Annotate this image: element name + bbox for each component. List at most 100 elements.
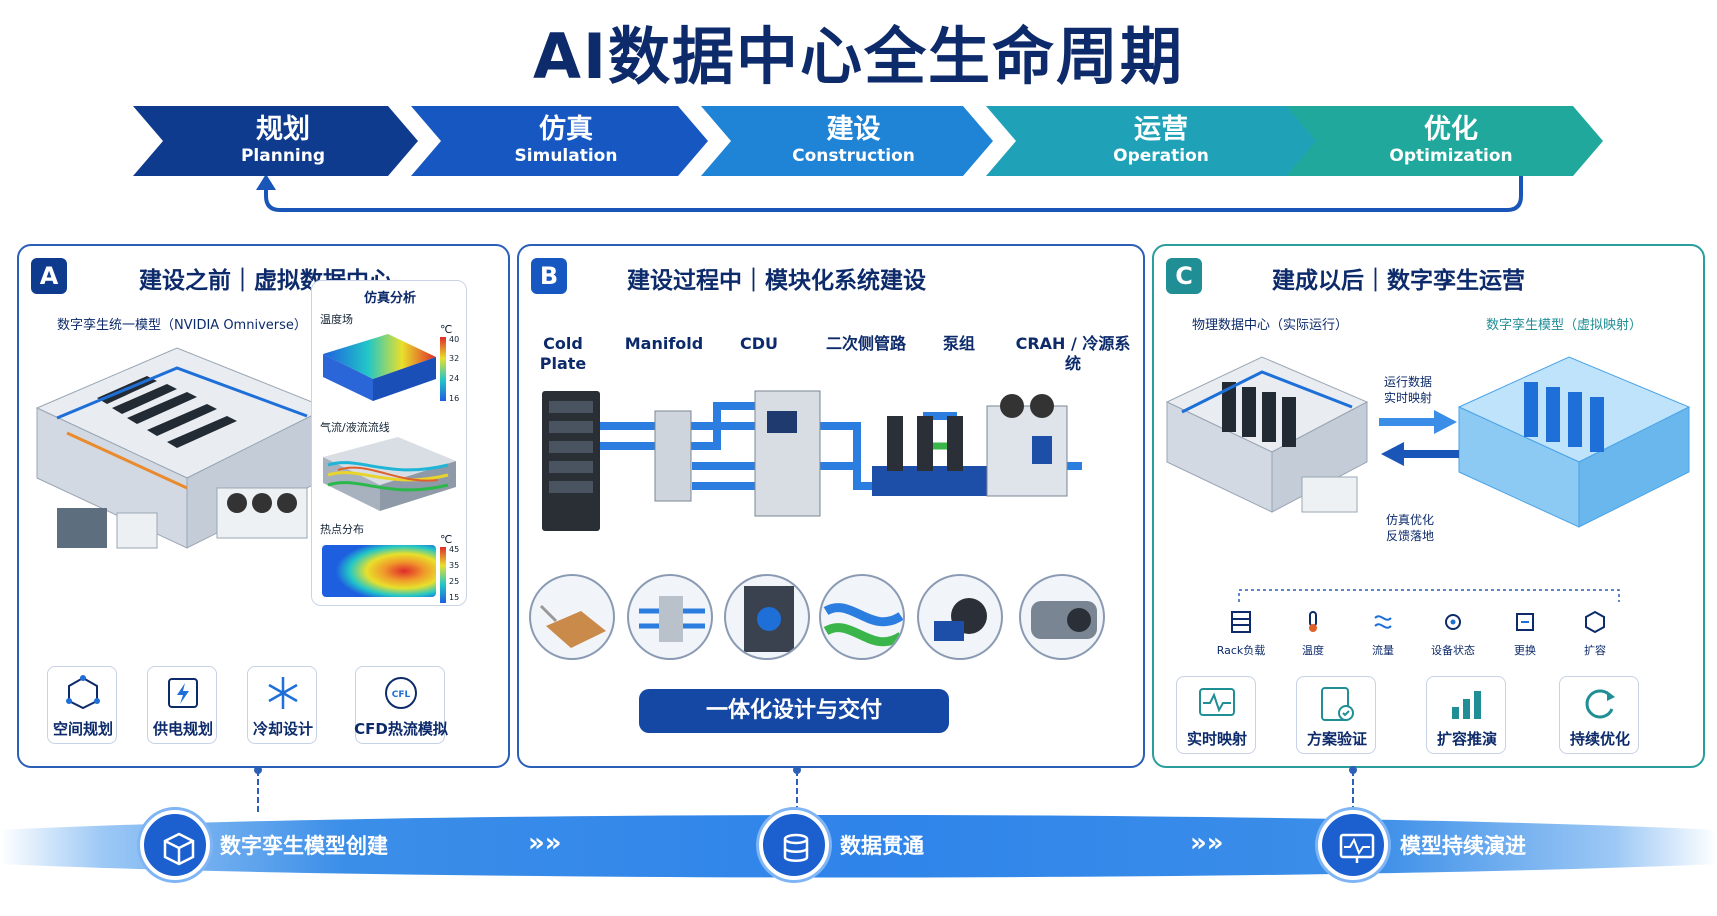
panel-during-construction: B 建设过程中｜模块化系统建设 Cold Plate Manifold CDU …	[517, 244, 1145, 768]
monitor-flow-label: 流量	[1372, 644, 1394, 657]
snowflake-icon	[268, 677, 298, 709]
action-plan-verification[interactable]: 方案验证	[1296, 676, 1376, 754]
connector-line-c	[1352, 770, 1354, 812]
replace-icon	[1516, 613, 1534, 631]
panel-a-tag: A	[31, 258, 67, 294]
pipe-closeup	[819, 574, 905, 660]
band-chevron-2: »»	[1190, 828, 1224, 858]
unit-label-1: ℃	[440, 323, 453, 336]
tool-power-planning-label: 供电规划	[152, 720, 213, 738]
stage-operation[interactable]: 运营 Operation	[1016, 106, 1306, 176]
band-chevron-1: »»	[528, 828, 562, 858]
col-cold-plate-label: Cold Plate	[539, 334, 587, 373]
scale2-1: 35	[449, 561, 460, 570]
monitor-expand[interactable]: 扩容	[1564, 602, 1626, 662]
monitor-replace[interactable]: 更换	[1494, 602, 1556, 662]
panel-c-title: 建成以后｜数字孪生运营	[1272, 268, 1525, 294]
airflow-streamline-render	[323, 437, 456, 511]
temperature-field-render	[323, 334, 436, 401]
col-pump: 泵组	[919, 334, 999, 354]
cube-icon	[1585, 610, 1605, 634]
integrated-delivery-button[interactable]: 一体化设计与交付	[639, 689, 949, 733]
color-scale-bar-1	[440, 337, 446, 401]
rack-icon	[1231, 611, 1251, 633]
col-cdu: CDU	[719, 334, 799, 354]
hotspot-label: 热点分布	[320, 523, 364, 536]
band-node-model-evolution[interactable]	[1318, 810, 1388, 880]
stage-planning-cn: 规划	[256, 114, 310, 145]
band-label-data-integration: 数据贯通	[840, 834, 924, 858]
action-plan-verification-label: 方案验证	[1306, 730, 1367, 748]
color-scale-bar-2	[440, 547, 446, 603]
cfd-badge-icon: CFL	[385, 677, 417, 709]
tool-cooling-design-label: 冷却设计	[252, 720, 313, 738]
col-crah-label: CRAH / 冷源系统	[1015, 334, 1131, 373]
flow-label: 气流/液流流线	[320, 421, 390, 434]
manifold-closeup	[627, 574, 713, 660]
stage-optimization-cn: 优化	[1424, 114, 1478, 145]
monitor-temperature[interactable]: 温度	[1282, 602, 1344, 662]
model-label: 数字孪生统一模型（NVIDIA Omniverse）	[57, 318, 307, 333]
band-node-model-create[interactable]	[140, 810, 210, 880]
col-manifold-label: Manifold	[624, 334, 704, 353]
gear-icon	[1445, 614, 1461, 630]
checklist-icon	[1321, 687, 1354, 721]
stage-optimization[interactable]: 优化 Optimization	[1316, 106, 1586, 176]
band-node-data-integration[interactable]	[759, 810, 829, 880]
refresh-cycle-icon	[1585, 689, 1615, 719]
connector-line-b	[796, 770, 798, 812]
tool-power-planning[interactable]: 供电规划	[147, 666, 217, 744]
col-secondary-pipe-label: 二次侧管路	[825, 334, 906, 353]
stage-operation-cn: 运营	[1134, 114, 1188, 145]
tool-cfd-simulation[interactable]: CFL CFD热流模拟	[354, 666, 448, 744]
hotspot-distribution-render	[322, 545, 436, 597]
col-secondary-pipe: 二次侧管路	[811, 334, 921, 354]
action-capacity-simulation[interactable]: 扩容推演	[1426, 676, 1506, 754]
modular-cooling-system-illustration	[542, 390, 1082, 531]
stage-simulation[interactable]: 仿真 Simulation	[441, 106, 691, 176]
action-continuous-optimization[interactable]: 持续优化	[1559, 676, 1639, 754]
pump-closeup	[917, 574, 1003, 660]
action-realtime-mapping[interactable]: 实时映射	[1176, 676, 1256, 754]
stage-construction[interactable]: 建设 Construction	[731, 106, 976, 176]
stage-planning[interactable]: 规划 Planning	[163, 106, 403, 176]
lifecycle-stages: 规划 Planning 仿真 Simulation 建设 Constructio…	[133, 106, 1603, 176]
thermometer-icon	[1309, 611, 1317, 632]
scale1-3: 16	[449, 394, 460, 403]
stage-chevron-shapes	[133, 106, 1603, 176]
monitor-rack-load[interactable]: Rack负载	[1210, 602, 1272, 662]
left-arrow-icon	[1381, 442, 1459, 466]
monitor-replace-label: 更换	[1514, 644, 1536, 657]
col-cold-plate: Cold Plate	[533, 334, 593, 374]
tool-cfd-label: CFD热流模拟	[354, 720, 448, 738]
physical-dc-label: 物理数据中心（实际运行）	[1192, 318, 1349, 333]
band-label-model-evolution: 模型持续演进	[1400, 834, 1526, 858]
database-icon	[783, 833, 809, 862]
bar-growth-icon	[1452, 691, 1481, 719]
page-title: AI数据中心全生命周期	[532, 20, 1185, 93]
flow-icon	[1374, 615, 1392, 629]
coldplate-closeup	[529, 574, 615, 660]
data-flow-band	[0, 815, 1717, 878]
tool-space-planning-label: 空间规划	[52, 720, 113, 738]
stage-optimization-en: Optimization	[1389, 146, 1513, 166]
action-continuous-optimization-label: 持续优化	[1569, 730, 1630, 748]
scale2-2: 25	[449, 577, 460, 586]
physical-datacenter-illustration	[1165, 356, 1369, 513]
cfd-badge-text: CFL	[392, 690, 411, 700]
band-label-model-create: 数字孪生模型创建	[220, 834, 388, 858]
col-crah: CRAH / 冷源系统	[1013, 334, 1133, 374]
power-panel-icon	[168, 678, 198, 708]
data-mapping-label: 运行数据 实时映射	[1384, 375, 1433, 405]
panel-c-tag: C	[1166, 258, 1202, 294]
monitor-device-status[interactable]: 设备状态	[1422, 602, 1484, 662]
scale1-0: 40	[449, 335, 460, 344]
scale1-2: 24	[449, 374, 460, 383]
stage-simulation-cn: 仿真	[539, 114, 593, 145]
stage-construction-cn: 建设	[826, 114, 881, 145]
monitor-flow[interactable]: 流量	[1352, 602, 1414, 662]
stage-construction-en: Construction	[792, 146, 915, 166]
tool-space-planning[interactable]: 空间规划	[47, 666, 117, 744]
col-manifold: Manifold	[614, 334, 714, 354]
tool-cooling-design[interactable]: 冷却设计	[247, 666, 317, 744]
